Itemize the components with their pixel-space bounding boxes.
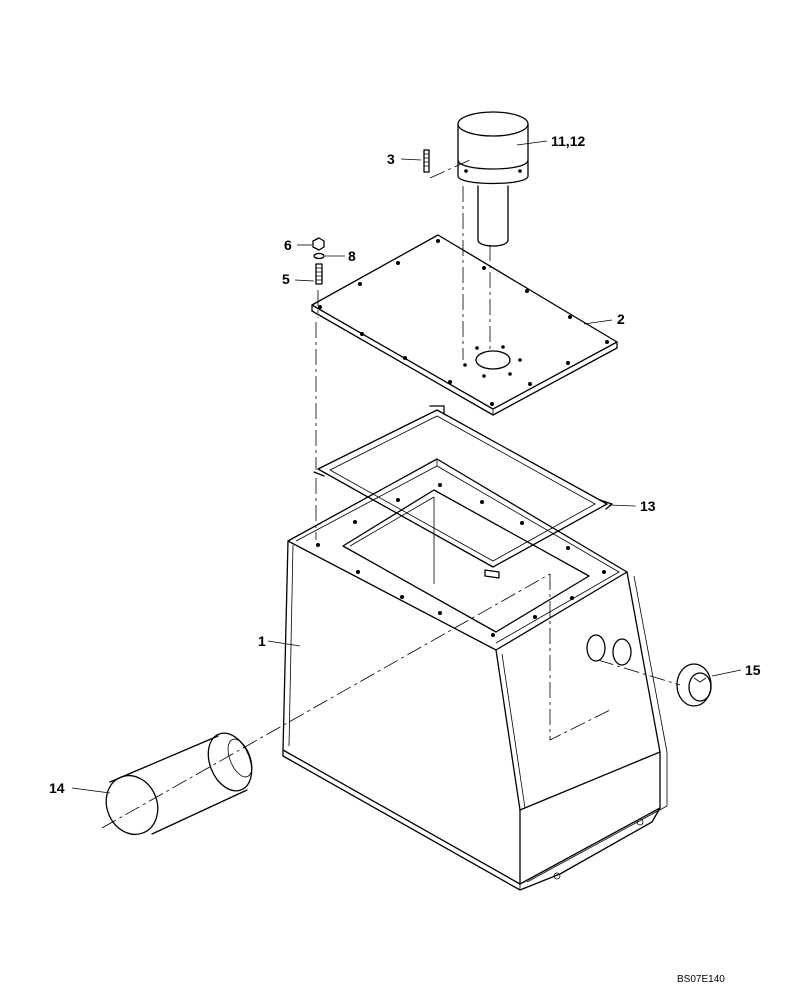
stud-5 — [315, 263, 323, 285]
rim-holes — [316, 483, 606, 637]
callout-14: 14 — [49, 780, 65, 796]
callout-15: 15 — [745, 662, 761, 678]
gasket — [313, 405, 613, 579]
callouts: 1 2 3 5 6 8 11,12 13 14 15 — [49, 133, 761, 796]
nut-6 — [312, 237, 325, 251]
tank-body — [282, 458, 668, 891]
drain-plug — [676, 663, 712, 707]
callout-13: 13 — [640, 498, 656, 514]
callout-3: 3 — [387, 151, 395, 167]
cover-plate — [311, 234, 618, 416]
stud-3 — [423, 149, 430, 173]
callout-1: 1 — [258, 633, 266, 649]
assembly-lines — [101, 159, 681, 829]
drawing-reference-code: BS07E140 — [677, 974, 725, 985]
filter-element — [105, 732, 253, 835]
callout-6: 6 — [284, 237, 292, 253]
breather-filler — [457, 111, 529, 247]
callout-8: 8 — [348, 248, 356, 264]
callout-11-12: 11,12 — [551, 133, 585, 149]
callout-2: 2 — [617, 311, 625, 327]
callout-5: 5 — [282, 271, 290, 287]
cover-plate-holes — [318, 239, 609, 406]
washer-8 — [313, 252, 325, 260]
